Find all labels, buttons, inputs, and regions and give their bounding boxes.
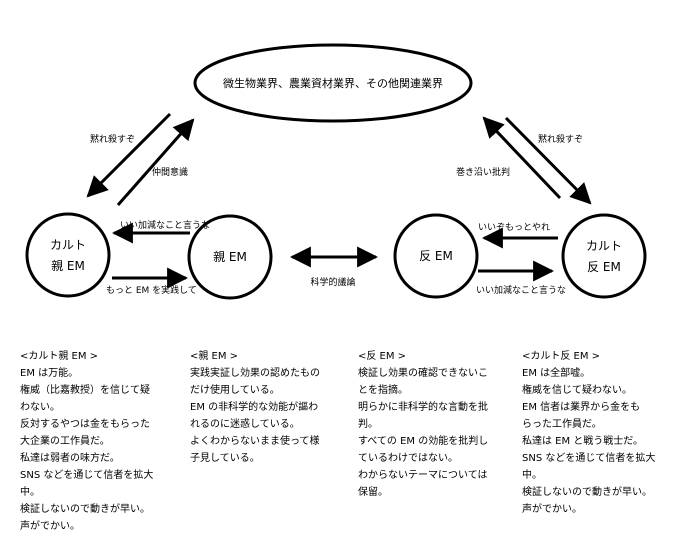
- relationship-diagram: 微生物業界、農業資材業界、その他関連業界 カルト 親 EM 親 EM 反 EM …: [25, 43, 647, 300]
- label-right-collateral: 巻き沿い批判: [456, 166, 510, 178]
- label-cult-anti-to-anti: いいぞもっとやれ: [478, 222, 550, 233]
- column-line: だけ使用している。: [190, 385, 280, 396]
- column-line: EM は全部嘘。: [522, 368, 591, 379]
- column-line: わからないテーマについては: [358, 470, 488, 481]
- column-line: ているわけではない。: [358, 453, 458, 464]
- column-pro-em: <親 EM > 実践実証し効果の認めたものだけ使用している。 EM の非科学的な効能…: [190, 348, 340, 467]
- industry-label: 微生物業界、農業資材業界、その他関連業界: [223, 76, 443, 90]
- column-cult-pro-em: <カルト親 EM > EM は万能。権威（比嘉教授）を信じて疑わない。反対するやつ…: [20, 348, 170, 535]
- column-line: 中。: [522, 470, 542, 481]
- node-pro-em: [187, 214, 273, 300]
- column-line: れるのに迷惑している。: [190, 419, 300, 430]
- arrow-pro-to-industry: [116, 118, 195, 206]
- arrow-industry-to-cult-pro: [86, 112, 172, 198]
- node-cult-pro-em-label-2: 親 EM: [51, 259, 85, 273]
- arrow-industry-to-cult-anti: [504, 116, 592, 205]
- node-pro-em-label: 親 EM: [213, 250, 247, 264]
- node-cult-anti-em: [561, 213, 647, 299]
- node-anti-em: [393, 213, 479, 299]
- label-left-threat: 黙れ殺すぞ: [90, 133, 135, 145]
- node-anti-em-label: 反 EM: [419, 249, 453, 263]
- column-line: 検証しないので動きが早い。: [20, 504, 150, 515]
- column-title: <親 EM >: [190, 351, 239, 362]
- column-line: EM 信者は業界から金をも: [522, 402, 641, 413]
- column-title: <カルト反 EM >: [522, 351, 601, 362]
- column-line: 権威（比嘉教授）を信じて疑: [20, 385, 150, 396]
- label-right-threat: 黙れ殺すぞ: [538, 133, 583, 145]
- column-line: よくわからないまま使って様: [190, 436, 320, 447]
- column-line: 保留。: [358, 487, 388, 498]
- column-line: わない。: [20, 402, 60, 413]
- node-cult-anti-em-label-1: カルト: [586, 239, 622, 253]
- column-title: <反 EM >: [358, 351, 407, 362]
- column-line: 権威を信じて疑わない。: [522, 385, 632, 396]
- label-center-debate: 科学的議論: [310, 276, 355, 288]
- column-line: 検証し効果の確認できないこ: [358, 368, 488, 379]
- column-line: EM の非科学的な効能が謳わ: [190, 402, 319, 413]
- column-line: 判。: [358, 419, 378, 430]
- node-cult-pro-em-label-1: カルト: [50, 238, 86, 252]
- column-line: とを指摘。: [358, 385, 408, 396]
- node-cult-pro-em: [25, 212, 111, 298]
- label-cult-pro-to-pro: もっと EM を実践して: [106, 284, 197, 296]
- column-line: 声がでかい。: [522, 504, 582, 515]
- column-line: 大企業の工作員だ。: [20, 436, 110, 447]
- industry-ellipse: [193, 43, 473, 123]
- column-line: 私達は弱者の味方だ。: [20, 453, 120, 464]
- label-left-fellowship: 仲間意識: [152, 166, 188, 178]
- column-line: 子見している。: [190, 453, 260, 464]
- label-pro-to-cult-pro: いい加減なこと言うな: [120, 219, 210, 231]
- column-line: EM は万能。: [20, 368, 79, 379]
- column-line: SNS などを通じて信者を拡大: [20, 470, 154, 481]
- column-anti-em: <反 EM > 検証し効果の確認できないことを指摘。明らかに非科学的な言動を批判。…: [358, 348, 508, 501]
- column-line: 反対するやつは金をもらった: [20, 419, 150, 430]
- arrow-cult-anti-to-industry: [482, 116, 562, 200]
- column-line: らった工作員だ。: [522, 419, 602, 430]
- column-line: 実践実証し効果の認めたもの: [190, 368, 320, 379]
- column-line: 検証しないので動きが早い。: [522, 487, 652, 498]
- column-line: すべての EM の効能を批判し: [358, 436, 489, 447]
- label-anti-to-cult-anti: いい加減なこと言うな: [476, 284, 566, 296]
- column-line: SNS などを通じて信者を拡大: [522, 453, 656, 464]
- column-title: <カルト親 EM >: [20, 351, 99, 362]
- node-cult-anti-em-label-2: 反 EM: [587, 260, 621, 274]
- column-line: 中。: [20, 487, 40, 498]
- column-line: 声がでかい。: [20, 521, 80, 532]
- column-line: 明らかに非科学的な言動を批: [358, 402, 488, 413]
- column-cult-anti-em: <カルト反 EM > EM は全部嘘。権威を信じて疑わない。 EM 信者は業界から金…: [522, 348, 672, 518]
- column-line: 私達は EM と戦う戦士だ。: [522, 436, 644, 447]
